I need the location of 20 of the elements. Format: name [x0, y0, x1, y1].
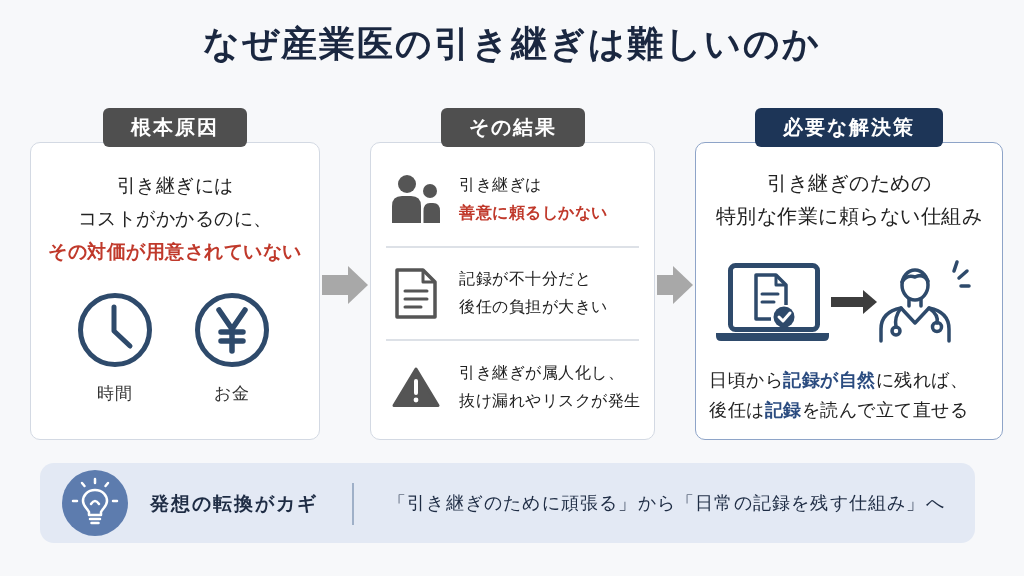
solution-text: 日頃から記録が自然に残れば、後任は記録を読んで立て直せる [709, 368, 968, 422]
laptop-illustration [716, 263, 829, 341]
arrow [322, 266, 368, 304]
arrow [657, 266, 693, 304]
solution-heading: 引き継ぎのための特別な作業に頼らない仕組み [715, 170, 983, 230]
lead-text: 引き継ぎにはコストがかかるのに、その対価が用意されていない [48, 173, 302, 264]
section-header: 根本原因 [103, 108, 247, 147]
icon-caption: 時間 [97, 382, 133, 405]
result-text: 引き継ぎが属人化し、抜け漏れやリスクが発生 [459, 361, 641, 412]
arrow [831, 290, 877, 314]
section-header: 必要な解決策 [755, 108, 943, 147]
result-text: 引き継ぎは善意に頼るしかない [459, 173, 608, 224]
title: なぜ産業医の引き継ぎは難しいのか [203, 22, 821, 66]
key-point-banner [40, 463, 975, 543]
banner-heading: 発想の転換がカギ [150, 491, 318, 516]
icon-caption: お金 [214, 382, 250, 405]
result-text: 記録が不十分だと後任の負担が大きい [459, 268, 608, 318]
doctor-illustration [879, 259, 971, 343]
section-header: その結果 [440, 108, 585, 147]
banner-message: 「引き継ぎのために頑張る」から「日常の記録を残す仕組み」へ [388, 491, 945, 515]
